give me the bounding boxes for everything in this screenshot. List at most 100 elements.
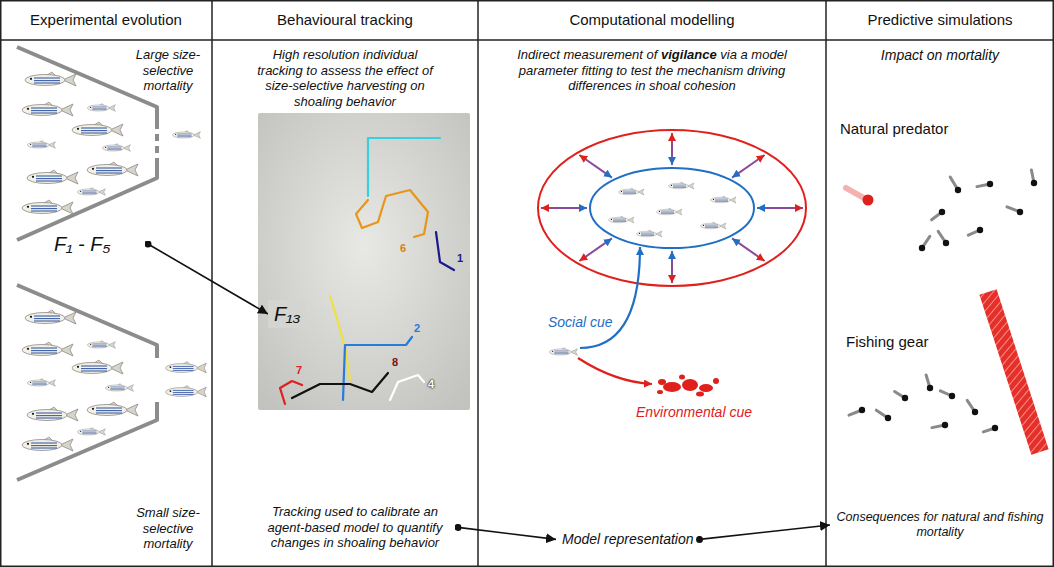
fish-stripe <box>82 193 96 194</box>
column-description: Impact on mortality <box>840 47 1040 64</box>
fish-stripe <box>613 221 626 222</box>
fish-eye <box>27 108 29 110</box>
arena-photo <box>258 113 470 410</box>
flow-arrow <box>148 244 268 314</box>
column-heading: Predictive simulations <box>826 0 1054 40</box>
node-text: F₁ - F₅ <box>54 232 142 256</box>
vigilance-arrow <box>757 207 803 209</box>
fish-eye <box>27 443 29 445</box>
fish-stripe <box>554 353 568 354</box>
generation-label: F₁₃ <box>268 300 306 328</box>
agent-dot <box>977 227 983 233</box>
fish-stripe <box>96 410 122 411</box>
fish-eye <box>32 176 34 178</box>
fish-stripe <box>554 352 568 353</box>
agent-dot <box>943 240 949 246</box>
fish-body <box>711 197 731 203</box>
fish-body <box>549 349 571 355</box>
fish-stripe <box>36 180 62 181</box>
funnel-wall <box>17 402 157 480</box>
cue-label: Environmental cue <box>636 404 752 421</box>
agent-dot <box>955 187 961 193</box>
fish-eye <box>703 225 704 226</box>
fish-stripe <box>110 386 124 387</box>
vigilance-arrow <box>671 251 673 283</box>
zebrafish-icon <box>25 310 76 324</box>
fish-stripe <box>705 227 718 228</box>
fish-body <box>72 363 112 374</box>
fish-track <box>292 373 388 398</box>
zebrafish-icon <box>105 384 133 392</box>
fish-stripe <box>36 175 62 176</box>
fish-stripe <box>96 412 122 413</box>
fish-stripe <box>715 200 728 201</box>
description-part: Indirect measurement of <box>517 47 657 62</box>
fish-body <box>22 440 62 451</box>
fish-agent <box>977 181 993 187</box>
agent-dot <box>942 422 948 428</box>
fish-stripe <box>107 148 121 149</box>
fish-stripe <box>96 172 122 173</box>
fish-agent <box>950 177 961 193</box>
fish-stripe <box>623 191 636 192</box>
fish-body <box>27 410 67 421</box>
fish-agent <box>968 227 983 235</box>
fish-stripe <box>177 136 191 137</box>
fish-stripe <box>31 442 57 443</box>
funnel-wall <box>155 122 159 163</box>
splash-blob <box>699 384 713 392</box>
agent-dot <box>949 393 955 399</box>
fish-body <box>27 142 49 148</box>
fish-stripe <box>81 130 107 131</box>
zebrafish-icon <box>102 144 130 152</box>
tracking-image <box>258 113 470 410</box>
fish-agent <box>932 422 948 428</box>
fish-stripe <box>92 106 106 107</box>
fish-body <box>87 105 109 111</box>
vigilance-arrow <box>671 133 673 165</box>
fish-stripe <box>96 170 122 171</box>
step-note: Consequences for natural and fishing mor… <box>830 508 1050 542</box>
zebrafish-icon <box>619 188 645 195</box>
fish-stripe <box>82 430 96 431</box>
fish-eye <box>30 382 31 383</box>
fish-stripe <box>32 381 46 382</box>
fish-body <box>77 189 99 195</box>
fish-agent <box>940 391 955 399</box>
fish-eye <box>659 211 660 212</box>
fish-stripe <box>82 190 96 191</box>
fish-eye <box>30 78 32 80</box>
fish-eye <box>170 390 172 392</box>
fish-body <box>27 173 67 184</box>
fish-eye <box>621 191 622 192</box>
fish-stripe <box>32 146 46 147</box>
column-divider <box>825 0 827 567</box>
fish-stripe <box>173 390 194 391</box>
track-number: 8 <box>392 356 398 369</box>
fish-body <box>22 105 62 116</box>
zebrafish-icon <box>669 182 695 189</box>
fish-stripe <box>613 220 626 221</box>
fish-stripe <box>110 388 124 389</box>
fish-eye <box>92 168 94 170</box>
fish-agent <box>926 375 933 391</box>
agent-dot <box>859 407 865 413</box>
fish-stripe <box>34 315 60 316</box>
flow-arrow <box>700 525 830 539</box>
fish-stripe <box>34 320 60 321</box>
fish-stripe <box>31 112 57 113</box>
fish-stripe <box>81 370 107 371</box>
splash-blob <box>696 392 704 397</box>
fish-stripe <box>34 77 60 78</box>
fish-eye <box>80 191 81 192</box>
fish-stripe <box>32 383 46 384</box>
fish-stripe <box>32 384 46 385</box>
fish-stripe <box>92 109 106 110</box>
zebrafish-icon <box>27 141 55 149</box>
track-number: 6 <box>400 242 406 255</box>
fish-body <box>669 183 689 189</box>
fish-track <box>356 190 428 237</box>
scenario-label: Fishing gear <box>846 333 929 351</box>
fish-agent <box>895 392 909 402</box>
fish-stripe <box>673 186 686 187</box>
